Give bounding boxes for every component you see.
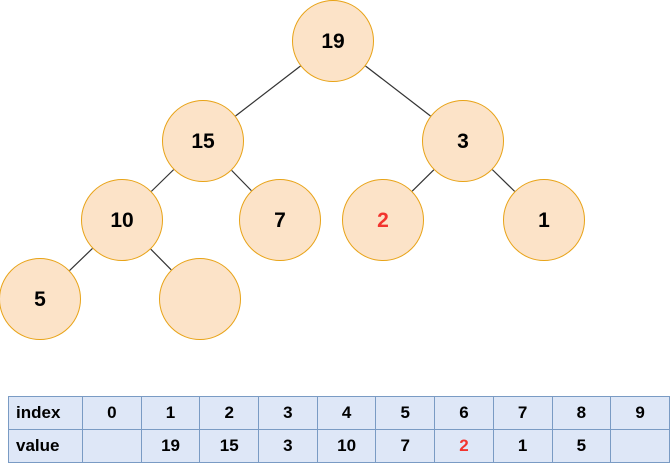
index-cell-9: 9 <box>610 396 670 430</box>
tree-edge-n2-n5 <box>231 169 252 192</box>
index-cell-2: 2 <box>199 396 260 430</box>
tree-edge-n2-n4 <box>150 169 175 192</box>
tree-edge-layer <box>69 65 516 271</box>
index-cell-8: 8 <box>551 396 612 430</box>
row-header-index: index <box>8 396 83 430</box>
tree-node-label: 19 <box>321 29 345 53</box>
index-cell-0: 0 <box>82 396 142 430</box>
tree-node-label: 3 <box>457 129 469 153</box>
index-cell-1: 1 <box>140 396 201 430</box>
tree-edge-n3-n7 <box>491 169 516 192</box>
value-cell-7: 1 <box>492 429 553 463</box>
tree-node-3[interactable]: 3 <box>422 100 504 182</box>
value-cell-4: 10 <box>316 429 377 463</box>
tree-node-label: 5 <box>34 287 46 311</box>
tree-node-1[interactable]: 1 <box>503 179 585 261</box>
index-cell-5: 5 <box>375 396 436 430</box>
tree-node-label: 10 <box>110 208 134 232</box>
value-cell-9 <box>610 429 670 463</box>
value-cell-0 <box>82 429 142 463</box>
tree-node-7[interactable]: 7 <box>239 179 321 261</box>
tree-edge-n4-n8 <box>69 248 93 271</box>
tree-node-label: 15 <box>191 129 215 153</box>
tree-edge-n1-n3 <box>365 65 431 117</box>
value-cell-1: 19 <box>140 429 201 463</box>
value-cell-2: 15 <box>199 429 260 463</box>
tree-node-empty[interactable] <box>159 258 241 340</box>
index-cell-6: 6 <box>434 396 494 430</box>
tree-node-15[interactable]: 15 <box>162 100 244 182</box>
value-cell-5: 7 <box>375 429 436 463</box>
tree-edge-n1-n2 <box>235 65 301 117</box>
tree-node-5[interactable]: 5 <box>0 258 81 340</box>
tree-node-2[interactable]: 2 <box>342 179 424 261</box>
tree-node-label: 7 <box>274 208 286 232</box>
value-cell-8: 5 <box>551 429 612 463</box>
tree-edge-n3-n6 <box>411 169 435 192</box>
row-header-value: value <box>8 429 83 463</box>
tree-node-19[interactable]: 19 <box>292 0 374 82</box>
value-cell-6: 2 <box>434 429 494 463</box>
tree-node-10[interactable]: 10 <box>81 179 163 261</box>
tree-edge-n4-n9 <box>150 248 172 271</box>
index-cell-7: 7 <box>492 396 553 430</box>
index-cell-3: 3 <box>258 396 318 430</box>
value-cell-3: 3 <box>258 429 318 463</box>
tree-node-label: 2 <box>377 208 389 232</box>
tree-node-label: 1 <box>538 208 550 232</box>
index-cell-4: 4 <box>316 396 377 430</box>
